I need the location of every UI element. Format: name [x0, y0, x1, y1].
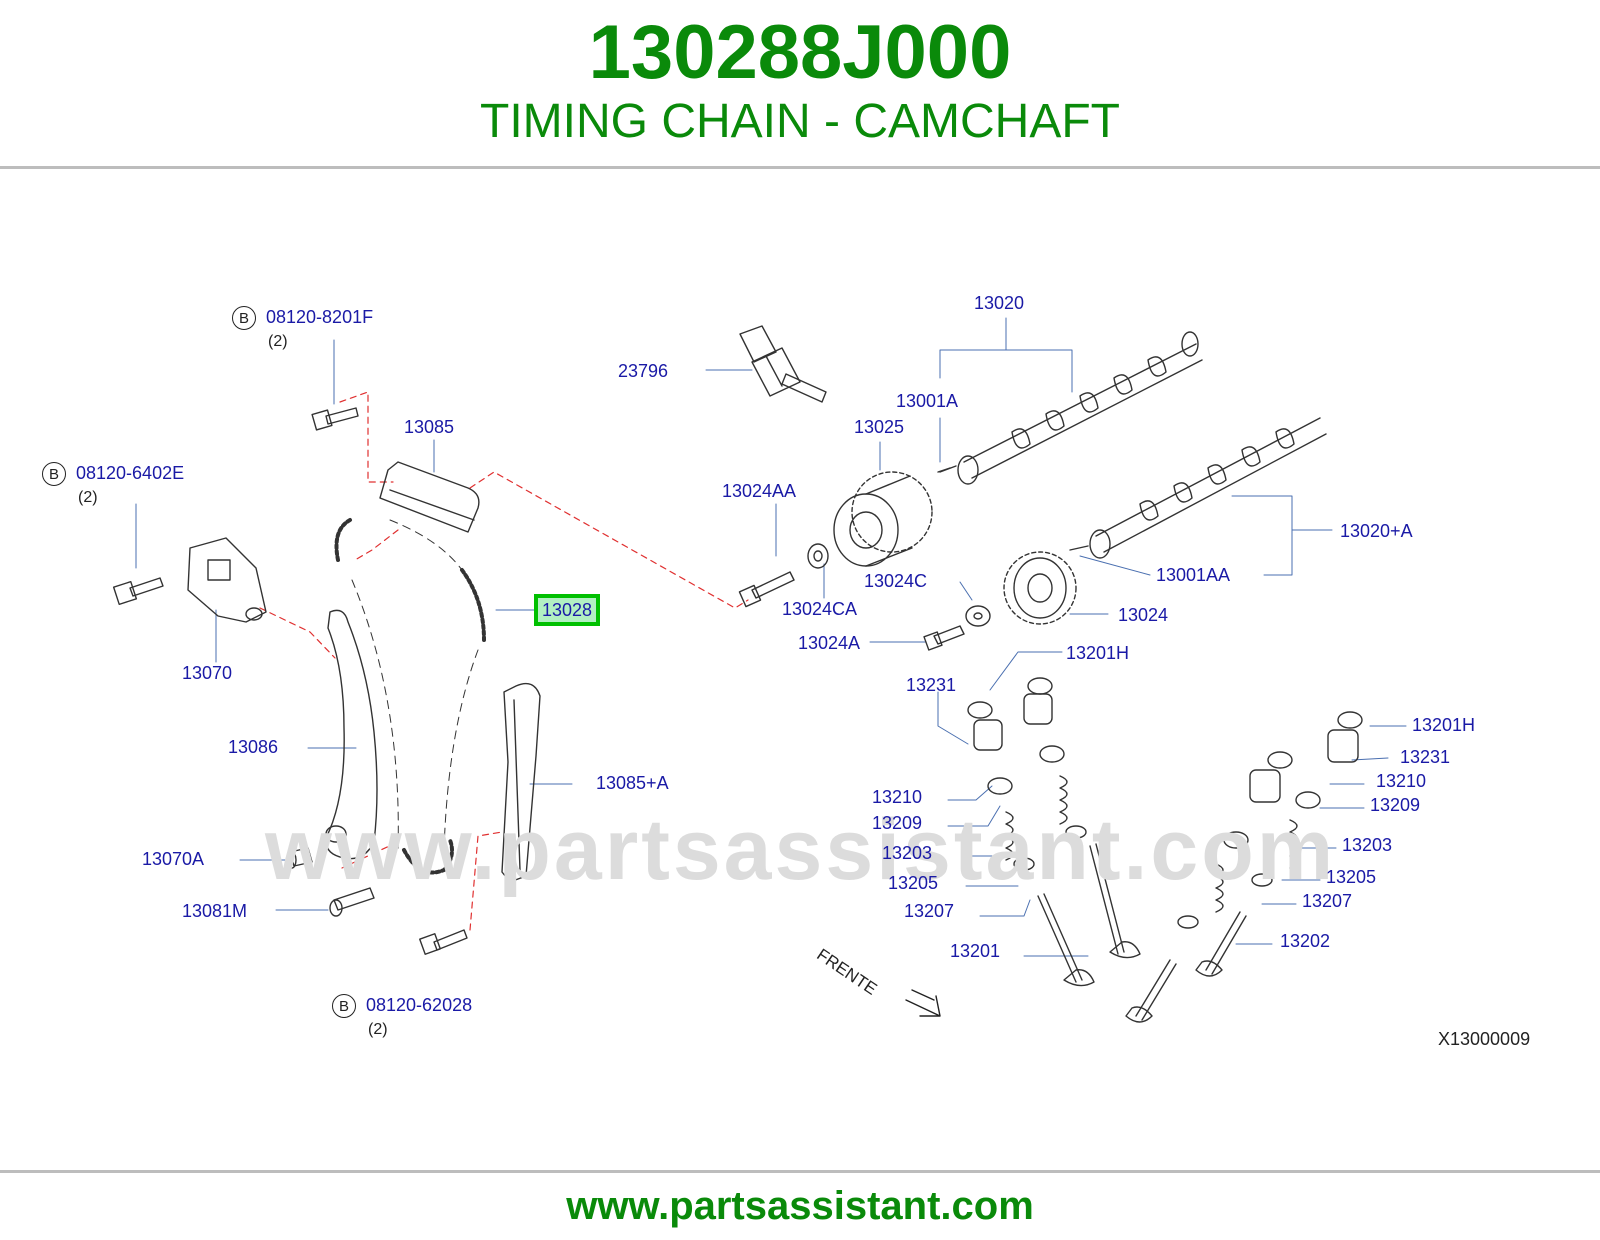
front-arrow-icon [905, 989, 941, 1017]
top-divider [0, 166, 1600, 169]
bolt-08120-8201F [311, 407, 359, 431]
callout-13024AA[interactable]: 13024AA [722, 481, 797, 501]
parts-diagram: www.partsassistant.com 13020 23796 13001… [0, 172, 1600, 1167]
callout-13024C[interactable]: 13024C [864, 571, 928, 591]
callout-13024CA[interactable]: 13024CA [782, 599, 858, 619]
callout-13070[interactable]: 13070 [182, 663, 233, 683]
callout-13201H-right[interactable]: 13201H [1412, 715, 1476, 735]
callout-13028-highlighted[interactable]: 13028 [534, 594, 601, 626]
bolt-13024A [923, 625, 965, 651]
callout-13020[interactable]: 13020 [974, 293, 1025, 313]
callout-08120-6402E[interactable]: 08120-6402E [76, 463, 185, 483]
washer-13024C [965, 605, 991, 627]
part-number-title: 130288J000 [588, 10, 1012, 95]
bolt-08120-6402E [112, 577, 164, 606]
header: 130288J000 TIMING CHAIN - CAMCHAFT [0, 0, 1600, 168]
callout-13231-right[interactable]: 13231 [1400, 747, 1451, 767]
pin-13070A [287, 847, 313, 869]
callout-13203-right[interactable]: 13203 [1342, 835, 1393, 855]
callout-13085[interactable]: 13085 [404, 417, 455, 437]
callout-13020A[interactable]: 13020+A [1340, 521, 1413, 541]
section-title: TIMING CHAIN - CAMCHAFT [480, 95, 1120, 148]
callout-13070A[interactable]: 13070A [142, 849, 205, 869]
quantity-note: (2) [268, 333, 288, 350]
callout-13209-left[interactable]: 13209 [872, 813, 923, 833]
sprocket-13025 [833, 471, 933, 567]
bolt-08120-62028 [419, 929, 468, 955]
callout-13209-right[interactable]: 13209 [1370, 795, 1421, 815]
washer-13024CA [807, 543, 829, 569]
callout-13210-right[interactable]: 13210 [1376, 771, 1427, 791]
callout-23796[interactable]: 23796 [618, 361, 669, 381]
callout-13202[interactable]: 13202 [1280, 931, 1331, 951]
quantity-note: (2) [368, 1021, 388, 1038]
footer-website-link[interactable]: www.partsassistant.com [566, 1184, 1034, 1228]
slack-guide-13086 [325, 609, 378, 860]
plunger-13081M [329, 887, 375, 917]
callout-08120-62028[interactable]: 08120-62028 [366, 995, 473, 1015]
watermark: www.partsassistant.com [265, 802, 1337, 898]
callout-13205-left[interactable]: 13205 [888, 873, 939, 893]
callout-13001A[interactable]: 13001A [896, 391, 959, 411]
callout-13201H-left[interactable]: 13201H [1066, 643, 1130, 663]
bolt-code-circle: B [232, 306, 256, 330]
callout-13024A[interactable]: 13024A [798, 633, 861, 653]
callout-13081M[interactable]: 13081M [182, 901, 248, 921]
callout-13201[interactable]: 13201 [950, 941, 1001, 961]
callout-13205-right[interactable]: 13205 [1326, 867, 1377, 887]
callout-13001AA[interactable]: 13001AA [1156, 565, 1231, 585]
tension-guide-13085A [501, 682, 541, 883]
bolt-13024AA [738, 571, 795, 608]
callout-13025[interactable]: 13025 [854, 417, 905, 437]
valve-train-right [1125, 711, 1363, 1023]
callout-13203-left[interactable]: 13203 [882, 843, 933, 863]
callout-13024[interactable]: 13024 [1118, 605, 1169, 625]
actuator-23796 [739, 325, 827, 403]
callout-13086[interactable]: 13086 [228, 737, 279, 757]
exploded-view-art [112, 317, 1407, 1023]
camshaft-lower [1069, 417, 1327, 559]
callout-13207-right[interactable]: 13207 [1302, 891, 1353, 911]
callout-13207-left[interactable]: 13207 [904, 901, 955, 921]
callout-13085A[interactable]: 13085+A [596, 773, 669, 793]
assembly-guide-lines [259, 391, 749, 931]
camshaft-upper [939, 331, 1203, 485]
timing-chain-13028 [334, 518, 486, 875]
callout-leaders [135, 317, 1407, 957]
sprocket-13024 [1003, 551, 1077, 625]
callout-13231-left[interactable]: 13231 [906, 675, 957, 695]
chain-guide-13085 [379, 461, 480, 533]
bottom-divider [0, 1170, 1600, 1173]
callout-13210-left[interactable]: 13210 [872, 787, 923, 807]
valve-train-left [967, 677, 1141, 987]
diagram-reference-code: X13000009 [1438, 1029, 1531, 1049]
tensioner-13070 [187, 537, 267, 623]
quantity-note: (2) [78, 489, 98, 506]
bolt-code-circle: B [42, 462, 66, 486]
bolt-code-circle: B [332, 994, 356, 1018]
callout-08120-8201F[interactable]: 08120-8201F [266, 307, 374, 327]
